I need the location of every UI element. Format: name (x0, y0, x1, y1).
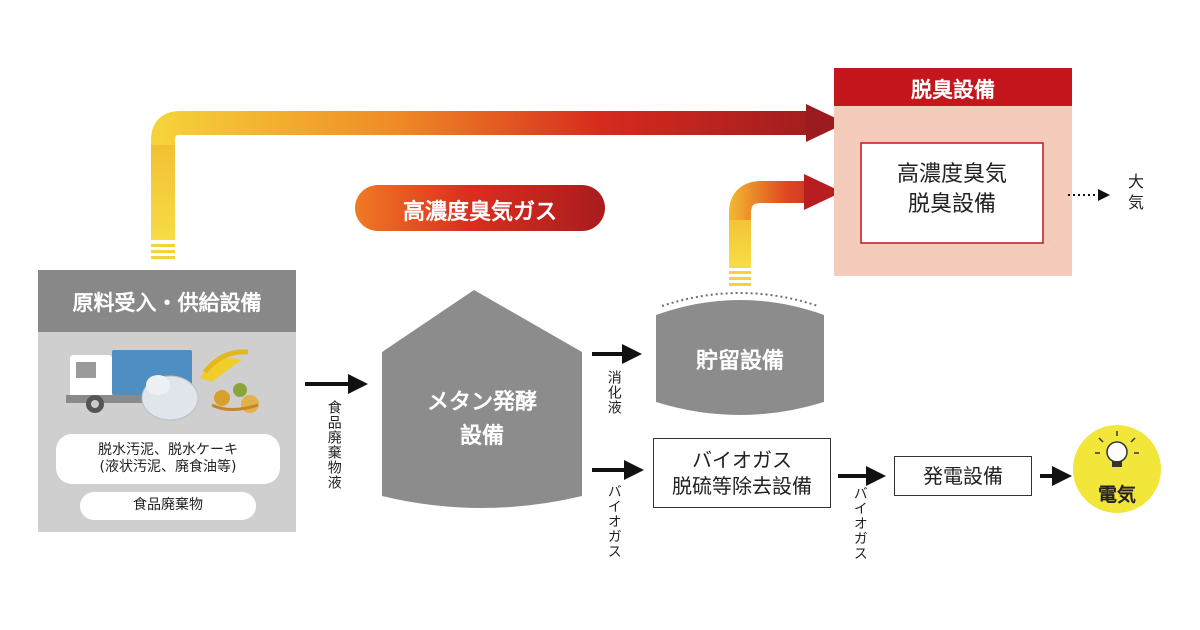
desulf-box: バイオガス 脱硫等除去設備 (653, 438, 831, 508)
storage-tank (656, 292, 824, 415)
flow-label-food-waste-liquid: 食品廃棄物液 (325, 400, 342, 490)
deodor-header-bar (834, 68, 1072, 106)
storage-label: 貯留設備 (695, 349, 784, 374)
intake-pill-sludge-bg (56, 434, 280, 484)
desulf-line1: バイオガス (692, 448, 792, 472)
power-box: 発電設備 (894, 456, 1032, 496)
desulf-line2: 脱硫等除去設備 (672, 474, 812, 498)
electricity-circle (1073, 425, 1161, 513)
deodor-inner-box (860, 142, 1044, 244)
intake-pill-sludge-line2: (液状汚泥、廃食油等) (99, 459, 237, 475)
fermentation-line2: 設備 (459, 424, 504, 450)
light-bulb-icon (1095, 431, 1139, 467)
intake-header-bar (38, 270, 296, 332)
atmosphere-line1: 大 (1127, 172, 1144, 191)
gas-pipe-main (151, 104, 846, 259)
flow-label-digestate: 消化液 (605, 370, 622, 415)
atmosphere-arrow-head (1098, 189, 1110, 201)
flow-label-biogas-2: バイオガス (851, 486, 868, 561)
gas-pipe-storage (729, 174, 842, 286)
intake-pill-food-bg (80, 492, 256, 520)
deodor-inner-line1: 高濃度臭気 (896, 162, 1007, 187)
intake-pill-sludge-line1: 脱水汚泥、脱水ケーキ (98, 441, 238, 458)
atmosphere-line2: 気 (1127, 192, 1144, 212)
deodor-header-title: 脱臭設備 (911, 78, 995, 102)
deodor-inner-line2: 脱臭設備 (907, 191, 996, 217)
gas-label-pill (355, 185, 605, 231)
atmosphere-label: 大 気 (1124, 172, 1148, 214)
fermentation-tank (382, 290, 582, 508)
intake-title: 原料受入・供給設備 (72, 291, 262, 315)
fermentation-line1: メタン発酵 (426, 390, 537, 415)
fermentation-label: メタン発酵 設備 (382, 386, 582, 454)
gas-label-text: 高濃度臭気ガス (402, 200, 557, 225)
garbage-bag-icon (141, 375, 199, 421)
flow-label-biogas-1: バイオガス (605, 484, 622, 559)
electricity-label: 電気 (1097, 484, 1136, 506)
food-waste-icon (200, 349, 259, 413)
intake-pill-sludge: 脱水汚泥、脱水ケーキ (液状汚泥、廃食油等) (56, 434, 280, 484)
deodor-inner-label: 高濃度臭気 脱臭設備 (861, 160, 1043, 219)
intake-pill-food: 食品廃棄物 (133, 497, 203, 514)
